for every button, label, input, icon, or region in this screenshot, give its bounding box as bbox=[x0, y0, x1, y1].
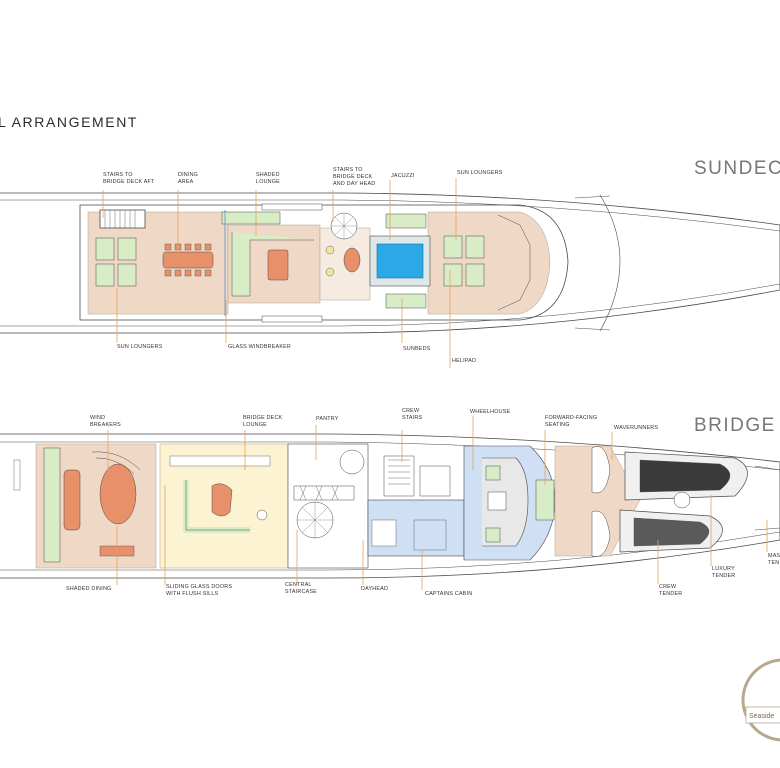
bridge-deck-plan bbox=[0, 433, 780, 579]
sundeck-perimeter bbox=[79, 204, 569, 321]
sundeck-plan bbox=[0, 192, 780, 334]
sundeck-title: SUNDEC bbox=[694, 158, 780, 179]
helipad-sun-loungers bbox=[443, 235, 485, 287]
label-shaded-dining: SHADED DINING bbox=[66, 586, 112, 592]
label-stairs-dayhead: STAIRS TO BRIDGE DECK AND DAY HEAD bbox=[333, 167, 376, 187]
bridge-leader-lines bbox=[107, 416, 768, 590]
label-dining-area: DINING AREA bbox=[178, 172, 199, 185]
label-wheelhouse: WHEELHOUSE bbox=[470, 409, 511, 415]
bridge-lounge-table bbox=[211, 483, 233, 517]
label-sun-loungers-top: SUN LOUNGERS bbox=[457, 170, 503, 176]
helipad-floor bbox=[427, 211, 551, 315]
forward-facing-seating bbox=[535, 479, 555, 521]
label-pantry: PANTRY bbox=[316, 416, 339, 422]
label-sun-loungers-bottom: SUN LOUNGERS bbox=[117, 344, 163, 350]
sundeck-hull-outline bbox=[0, 192, 780, 334]
label-wind-breakers: WIND BREAKERS bbox=[90, 415, 121, 428]
label-sunbeds: SUNBEDS bbox=[403, 346, 431, 352]
label-stairs-aft: STAIRS TO BRIDGE DECK AFT bbox=[103, 172, 155, 185]
label-crew-tender: CREW TENDER bbox=[659, 584, 683, 597]
bridge-hull-outline bbox=[0, 433, 780, 579]
bridge-deck-title: BRIDGE bbox=[694, 415, 776, 436]
label-sliding-doors: SLIDING GLASS DOORS WITH FLUSH SILLS bbox=[166, 584, 233, 597]
waverunner-2 bbox=[591, 510, 611, 557]
label-luxury-tender: LUXURY TENDER bbox=[712, 566, 736, 579]
label-captains-cabin: CAPTAINS CABIN bbox=[425, 591, 473, 597]
label-jacuzzi: JACUZZI bbox=[391, 173, 415, 179]
sundeck-leader-lines bbox=[102, 178, 457, 368]
label-crew-stairs: CREW STAIRS bbox=[402, 408, 423, 421]
label-waverunners: WAVERUNNERS bbox=[614, 425, 659, 431]
seaside-logo-text: Seaside bbox=[749, 713, 775, 720]
jacuzzi-pool bbox=[376, 243, 424, 279]
sundeck-dining-table bbox=[162, 251, 214, 269]
page-title: L ARRANGEMENT bbox=[0, 114, 139, 130]
label-glass-windbreaker: GLASS WINDBREAKER bbox=[228, 344, 292, 350]
label-forward-seating: FORWARD-FACING SEATING bbox=[545, 415, 598, 428]
label-central-staircase: CENTRAL STAIRCASE bbox=[285, 582, 317, 595]
shaded-lounge-table bbox=[267, 249, 289, 281]
waverunner-1 bbox=[591, 446, 611, 494]
label-dayhead: DAYHEAD bbox=[361, 586, 389, 592]
label-bridge-lounge: BRIDGE DECK LOUNGE bbox=[243, 415, 283, 428]
sundeck-hull-inner bbox=[0, 199, 780, 327]
aft-sun-loungers bbox=[95, 237, 137, 287]
seaside-logo-emblem bbox=[741, 658, 780, 742]
shaded-dining-table bbox=[99, 463, 137, 525]
label-mas-ten: MAS TEN bbox=[768, 553, 780, 566]
label-helipad: HELIPAD bbox=[452, 358, 477, 364]
shaded-lounge-sofa bbox=[231, 232, 314, 297]
label-shaded-lounge: SHADED LOUNGE bbox=[256, 172, 280, 185]
